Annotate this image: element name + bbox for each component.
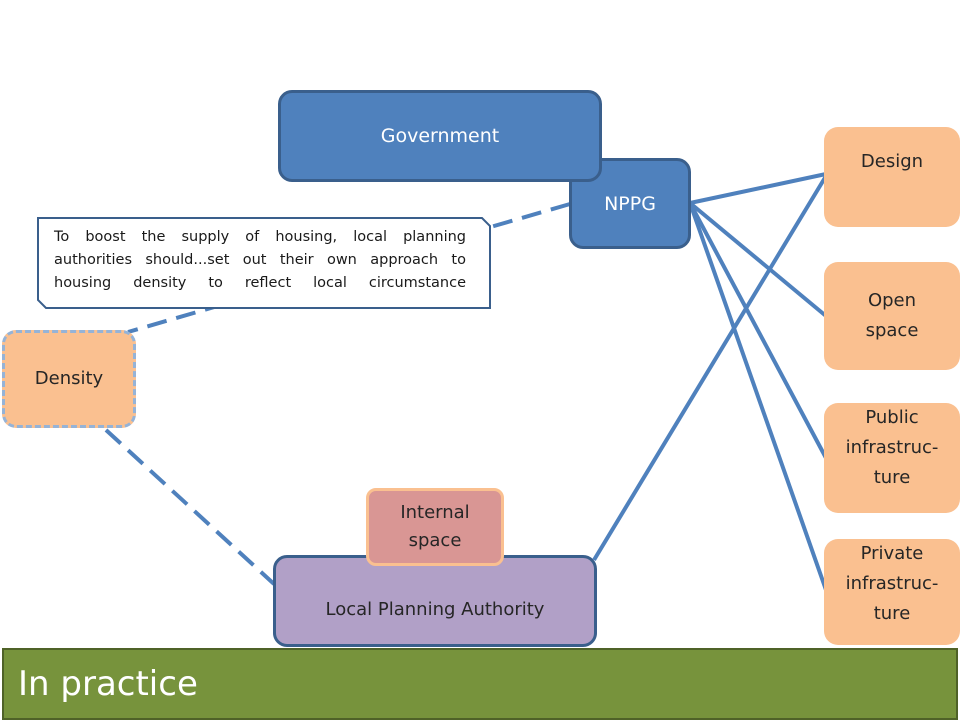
design-label: Design	[860, 151, 924, 172]
callout-shape	[37, 217, 491, 309]
internal-space-label: Internal space	[400, 502, 470, 551]
private-infrastructure-label: Private infrastruc-ture	[845, 543, 939, 624]
footer-title: In practice	[18, 664, 198, 704]
callout-text: To boost the supply of housing, local pl…	[54, 229, 466, 291]
footer-banner: In practice	[2, 648, 958, 720]
public-infrastructure-node: Public infrastruc-ture	[824, 403, 960, 513]
link-nppg-private-infra	[688, 202, 828, 591]
link-nppg-public-infra	[688, 202, 828, 459]
public-infrastructure-label: Public infrastruc-ture	[845, 407, 939, 488]
density-node: Density	[2, 330, 136, 428]
lpa-label: Local Planning Authority	[325, 598, 545, 620]
government-node: Government	[278, 90, 602, 182]
link-lpa-design	[592, 174, 828, 562]
design-node: Design	[824, 127, 960, 227]
lpa-node: Local Planning Authority	[273, 555, 597, 647]
link-density-lpa-dashed	[104, 428, 276, 586]
density-label: Density	[34, 368, 104, 389]
link-nppg-density-dashed	[127, 202, 571, 334]
open-space-label: Open space	[865, 290, 919, 341]
link-nppg-open-space	[688, 201, 828, 318]
internal-space-node: Internal space	[366, 488, 504, 566]
nppg-label: NPPG	[604, 192, 656, 215]
open-space-node: Open space	[824, 262, 960, 370]
link-nppg-design	[689, 172, 827, 205]
private-infrastructure-node: Private infrastruc-ture	[824, 539, 960, 645]
government-label: Government	[380, 125, 500, 147]
